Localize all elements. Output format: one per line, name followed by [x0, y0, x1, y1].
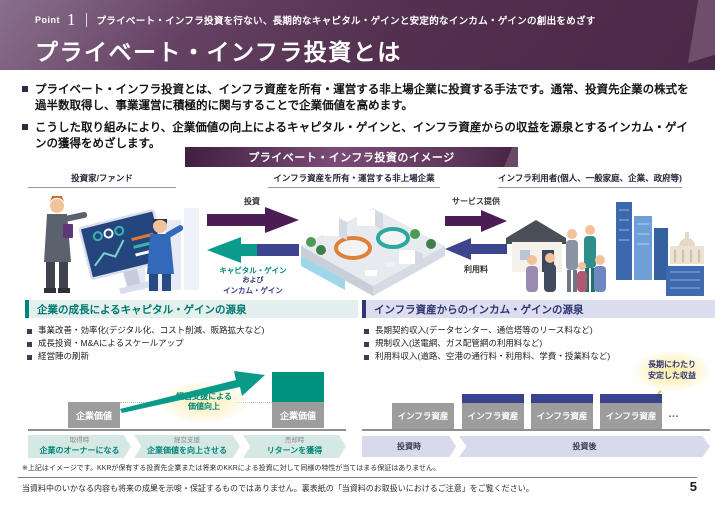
point-row: Point 1 プライベート・インフラ投資を行ない、長期的なキャピタル・ゲインと…	[35, 10, 596, 30]
page-title: プライベート・インフラ投資とは	[35, 40, 402, 65]
return-arrow-icon	[207, 237, 299, 263]
step-top-label: 経営支援	[174, 437, 200, 445]
column-header-company: インフラ資産を所有・運営する非上場企業	[268, 172, 440, 188]
service-flow-label: サービス提供	[452, 197, 500, 206]
infra-asset-bar: インフラ資産	[600, 403, 662, 429]
badge-line2: 安定した収益	[648, 371, 696, 380]
intro-bullet: こうした取り組みにより、企業価値の向上によるキャピタル・ゲインと、インフラ資産か…	[22, 120, 698, 153]
fee-flow-label: 利用料	[464, 265, 488, 274]
investor-illustration-icon	[44, 196, 199, 295]
capital-gain-label: キャピタル・ゲイン	[219, 266, 287, 275]
capital-bullet: 成長投資・M&Aによるスケールアップ	[27, 337, 347, 350]
users-illustration-icon	[506, 202, 704, 296]
return-flow-caption: キャピタル・ゲイン および インカム・ゲイン	[200, 266, 306, 296]
income-cap	[462, 394, 524, 403]
diagram-banner: プライベート・インフラ投資のイメージ	[185, 147, 518, 167]
intro-bullets: プライベート・インフラ投資とは、インフラ資産を所有・運営する非上場企業に投資する…	[22, 82, 698, 157]
step-bottom-label: リターンを獲得	[266, 445, 323, 455]
company-value-bar-after: 企業価値	[272, 402, 324, 428]
capital-panel-bullets: 事業改善・効率化(デジタル化、コスト削減、販路拡大など) 成長投資・M&Aによる…	[27, 324, 347, 364]
step-label: 投資時	[397, 441, 421, 451]
income-gain-label: インカム・ゲイン	[223, 285, 283, 295]
income-chart-baseline	[362, 429, 710, 431]
step-support: 経営支援 企業価値を向上させる	[134, 435, 240, 458]
footer-divider	[18, 477, 697, 478]
invest-arrow-icon	[207, 207, 299, 233]
income-bullet: 規制収入(送電網、ガス配管網の利用料など)	[364, 337, 632, 350]
step-top-label: 売却時	[284, 437, 305, 445]
step-after-investment: 投資後	[459, 436, 710, 457]
step-acquire: 取得時 企業のオーナーになる	[28, 435, 131, 458]
ellipsis-label: …	[668, 408, 680, 420]
growth-arrow-icon	[120, 371, 265, 413]
glow-label-line1: 経営支援による	[176, 391, 232, 401]
infrastructure-illustration-icon	[301, 208, 445, 296]
infra-asset-bar: インフラ資産	[392, 403, 454, 429]
income-cap	[531, 394, 593, 403]
point-number: 1	[67, 10, 76, 29]
step-bottom-label: 企業価値を向上させる	[147, 445, 227, 455]
footer-disclaimer: 当資料中のいかなる内容も将来の成果を示唆・保証するものではありません。裏表紙の「…	[22, 484, 534, 493]
intro-bullet: プライベート・インフラ投資とは、インフラ資産を所有・運営する非上場企業に投資する…	[22, 82, 698, 115]
infra-asset-bar: インフラ資産	[462, 403, 524, 429]
service-arrow-icon	[445, 210, 507, 232]
company-value-bar-before: 企業価値	[68, 402, 120, 428]
income-panel-heading: インフラ資産からのインカム・ゲインの源泉	[362, 300, 715, 318]
income-bullet: 長期契約収入(データセンター、通信塔等のリース料など)	[364, 324, 632, 337]
step-exit: 売却時 リターンを獲得	[243, 435, 346, 458]
fee-arrow-icon	[445, 238, 507, 260]
stable-income-badge: 長期にわたり 安定した収益	[632, 350, 712, 392]
value-uplift-segment	[272, 372, 324, 402]
income-panel-bullets: 長期契約収入(データセンター、通信塔等のリース料など) 規制収入(送電網、ガス配…	[364, 324, 632, 364]
badge-line1: 長期にわたり	[648, 360, 696, 370]
column-header-investor: 投資家/ファンド	[28, 172, 176, 188]
page-number: 5	[689, 479, 697, 494]
invest-flow-label: 投資	[244, 197, 260, 206]
page-header: Point 1 プライベート・インフラ投資を行ない、長期的なキャピタル・ゲインと…	[0, 0, 715, 70]
and-label: および	[242, 277, 264, 285]
header-slash-decoration	[688, 0, 715, 63]
step-bottom-label: 企業のオーナーになる	[39, 445, 120, 455]
step-top-label: 取得時	[69, 437, 90, 445]
column-header-users: インフラ利用者(個人、一般家庭、企業、政府等)	[498, 172, 682, 188]
income-cap	[600, 394, 662, 403]
step-at-investment: 投資時	[362, 436, 456, 457]
footnote: ※上記はイメージです。KKRが保有する投資先企業または将来のKKRによる投資に対…	[22, 465, 441, 472]
income-bullet: 利用料収入(道路、空港の通行料・利用料、学費・授業料など)	[364, 350, 632, 363]
capital-bullet: 事業改善・効率化(デジタル化、コスト削減、販路拡大など)	[27, 324, 347, 337]
glow-label-line2: 価値向上	[188, 402, 220, 411]
capital-panel-heading: 企業の成長によるキャピタル・ゲインの源泉	[25, 300, 358, 318]
point-subtitle: プライベート・インフラ投資を行ない、長期的なキャピタル・ゲインと安定的なインカム…	[85, 13, 596, 27]
point-label: Point	[35, 15, 60, 25]
capital-chart-baseline	[28, 429, 346, 431]
infra-asset-bar: インフラ資産	[531, 403, 593, 429]
capital-bullet: 経営陣の刷新	[27, 350, 347, 363]
step-label: 投資後	[572, 441, 597, 451]
